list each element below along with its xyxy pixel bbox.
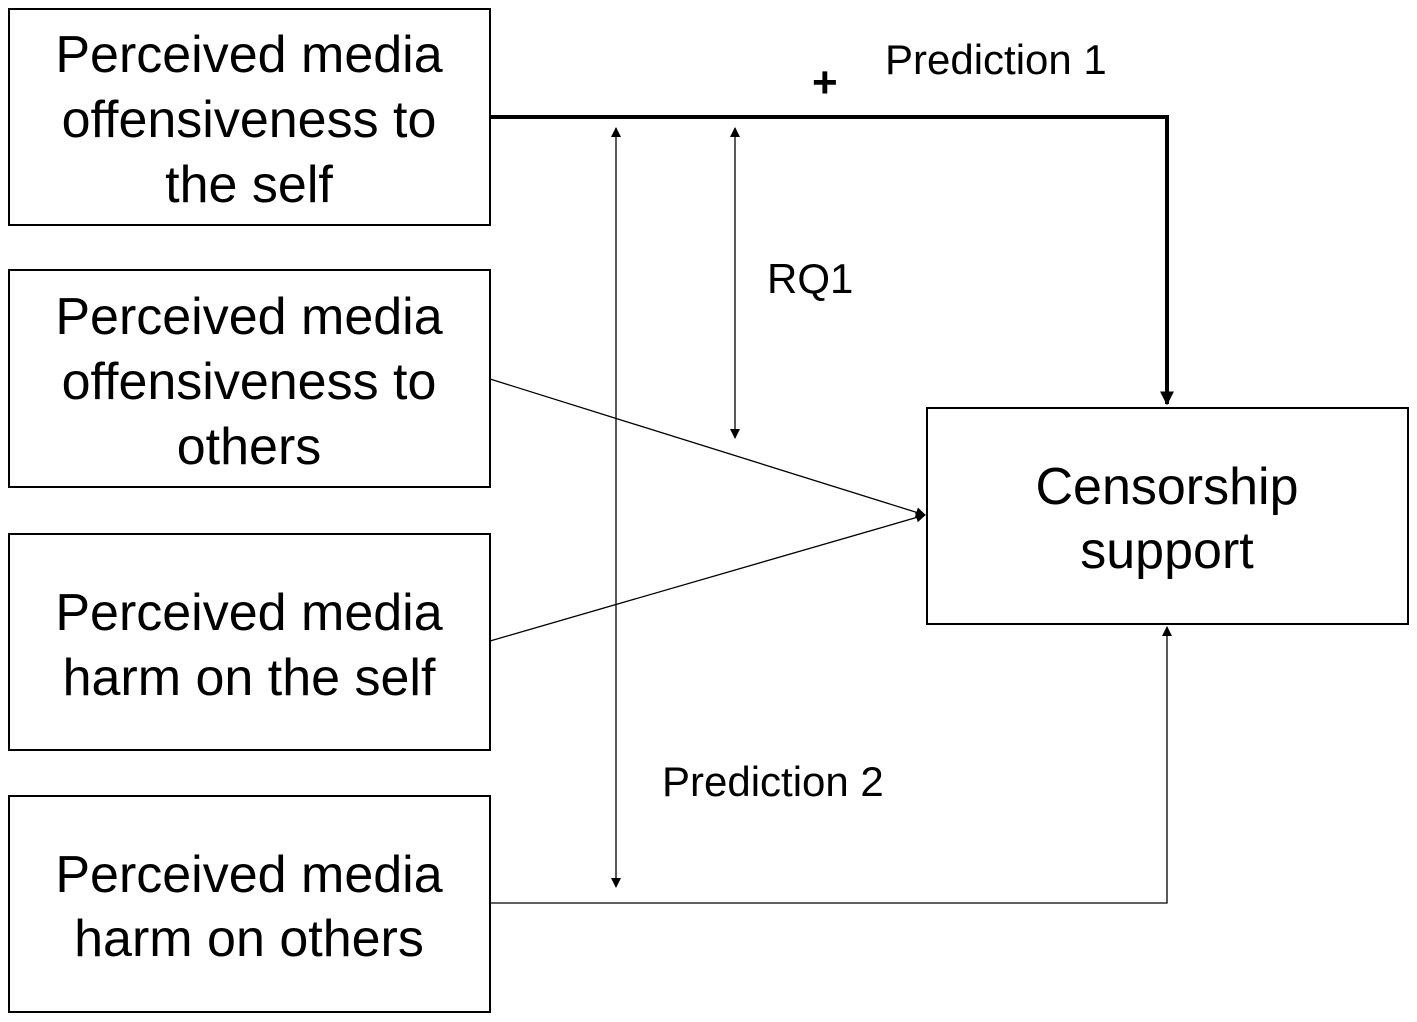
box-harm-self: Perceived media harm on the self [8, 533, 491, 751]
box-censorship-support-line-2: support [1080, 522, 1254, 580]
arrow-harm-self-to-censorship [489, 512, 926, 642]
box-harm-self-line-1: Perceived media [55, 584, 442, 642]
box-censorship-support: Censorship support [926, 407, 1409, 625]
box-harm-others-line-1: Perceived media [55, 846, 442, 904]
box-harm-others: Perceived media harm on others [8, 795, 491, 1013]
rq1-label: RQ1 [767, 255, 853, 302]
box-offensiveness-others-line-1: Perceived media [55, 288, 442, 346]
box-offensiveness-others: Perceived media offensiveness to others [8, 269, 491, 488]
box-offensiveness-others-line-3: others [177, 418, 322, 476]
box-offensiveness-self-line-2: offensiveness to [62, 91, 437, 149]
box-offensiveness-self-line-1: Perceived media [55, 26, 442, 84]
box-harm-self-line-2: harm on the self [63, 649, 436, 707]
box-offensiveness-self: Perceived media offensiveness to the sel… [8, 8, 491, 226]
box-offensiveness-others-line-2: offensiveness to [62, 353, 437, 411]
box-censorship-support-line-1: Censorship [1035, 458, 1298, 516]
arrow-offensiveness-others-to-censorship [489, 378, 926, 518]
prediction-1-label: Prediction 1 [885, 36, 1107, 83]
arrow-harm-others-to-censorship [490, 626, 1172, 904]
box-offensiveness-self-line-3: the self [165, 156, 333, 214]
prediction-2-label: Prediction 2 [662, 758, 884, 805]
arrow-prediction-1 [490, 115, 1174, 406]
plus-sign-label: + [812, 58, 838, 107]
box-harm-others-line-2: harm on others [74, 910, 424, 968]
